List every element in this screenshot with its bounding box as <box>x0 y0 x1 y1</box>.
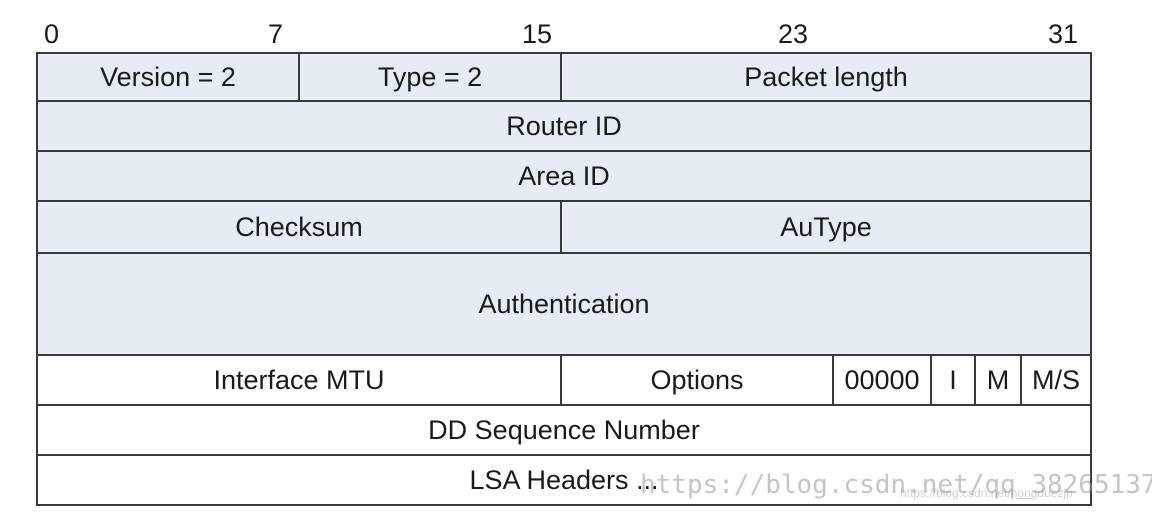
options-field: Options <box>560 354 834 406</box>
interface-mtu-field: Interface MTU <box>36 354 562 406</box>
dd-sequence-number-field: DD Sequence Number <box>36 404 1092 456</box>
version-field: Version = 2 <box>36 52 300 102</box>
watermark: https://blog.csdn.net/qq_38265137 <box>640 470 1152 500</box>
authentication-field: Authentication <box>36 252 1092 356</box>
bit-label-23: 23 <box>778 19 809 49</box>
bit-label-7: 7 <box>268 19 284 49</box>
bit-label-31: 31 <box>1048 19 1079 49</box>
watermark-small: https://blog.csdn.net/hongduezjp <box>900 486 1073 500</box>
lsa-headers-field: LSA Headers ... <box>36 454 1092 506</box>
bit-label-15: 15 <box>522 19 553 49</box>
ms-flag-field: M/S <box>1020 354 1092 406</box>
type-field: Type = 2 <box>298 52 562 102</box>
reserved-bits-field: 00000 <box>832 354 932 406</box>
i-flag-field: I <box>930 354 976 406</box>
checksum-field: Checksum <box>36 200 562 254</box>
area-id-field: Area ID <box>36 150 1092 202</box>
autype-field: AuType <box>560 200 1092 254</box>
packet-length-field: Packet length <box>560 52 1092 102</box>
m-flag-field: M <box>974 354 1022 406</box>
router-id-field: Router ID <box>36 100 1092 152</box>
bit-label-0: 0 <box>44 19 60 49</box>
